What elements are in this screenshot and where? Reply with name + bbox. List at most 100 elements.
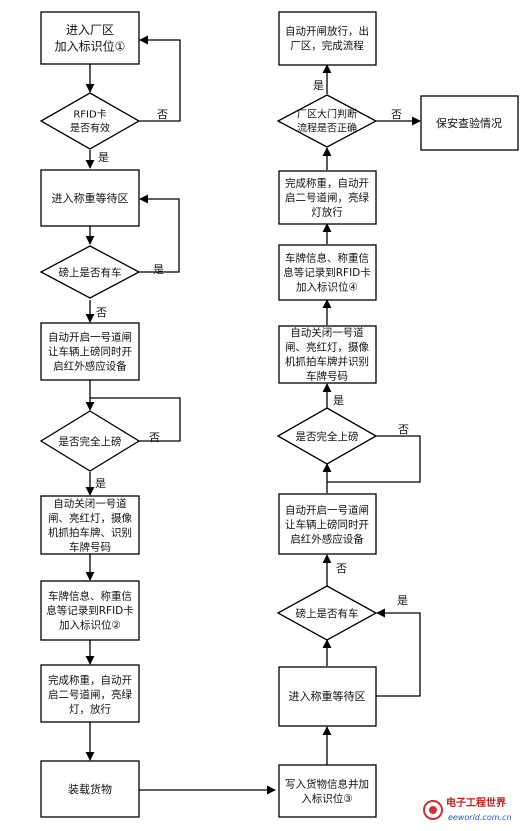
node-text-line: 启红外感应设备	[53, 359, 127, 372]
node-text-line: 进入称重等待区	[289, 689, 366, 703]
node-security-check	[420, 95, 519, 151]
node-open-gate-2	[40, 664, 140, 723]
node-text-line: 完成称重，自动开	[285, 176, 369, 189]
node-text-line: 写入货物信息并加	[285, 778, 369, 791]
text-n3: 自动开启一号道闸让车辆上磅同时开启红外感应设备	[48, 330, 132, 372]
node-text-line: 闸、亮红灯，摄像	[48, 512, 132, 525]
text-e1: 是否完全上磅	[296, 430, 359, 443]
label-no: 否	[391, 108, 402, 121]
node-text-line: 自动开启一号道闸	[48, 330, 132, 343]
node-open-gate-1	[40, 322, 140, 381]
node-text-line: 启二号道闸，亮绿	[285, 191, 369, 204]
text-m1: 自动开闸放行，出厂区，完成流程	[285, 25, 369, 53]
node-text-line: 灯放行	[311, 205, 343, 218]
label-no: 否	[398, 423, 409, 436]
node-text-line: 息等记录到RFID卡	[283, 266, 371, 279]
node-text-line: 启红外感应设备	[290, 532, 364, 545]
node-text-line: 入标识位③	[301, 792, 352, 805]
node-text-line: 是否有效	[70, 122, 110, 135]
text-d2: 磅上是否有车	[59, 266, 122, 279]
text-n5: 车牌信息、称重信息等记录到RFID卡加入标识位②	[46, 589, 134, 631]
node-text-line: 完成称重，自动开	[48, 673, 132, 686]
node-text-line: 机抓拍车牌并识别	[285, 355, 369, 368]
node-text-line: 加入标识位②	[59, 618, 121, 631]
text-n7: 装载货物	[68, 782, 112, 796]
shapes	[39, 11, 519, 818]
node-text-line: 自动关闭一号道	[290, 326, 364, 339]
node-text-line: 加入标识位④	[296, 280, 358, 293]
node-close-gate-1	[40, 495, 140, 555]
connectors	[85, 35, 421, 795]
label-yes: 是	[397, 594, 408, 607]
node-weighing-queue	[40, 169, 140, 227]
text-m7: 写入货物信息并加入标识位③	[285, 778, 369, 806]
label-yes: 是	[333, 394, 344, 407]
node-text-line: 车牌号码	[69, 541, 111, 554]
node-close-gate-1b	[278, 325, 377, 384]
text-m5: 自动开启一号道闸让车辆上磅同时开启红外感应设备	[285, 503, 369, 545]
node-open-gate-1b	[278, 493, 377, 555]
text-n6: 完成称重，自动开启二号道闸，亮绿灯，放行	[48, 673, 132, 715]
node-text-line: 让车辆上磅同时开	[48, 345, 132, 358]
text-d1: RFID卡是否有效	[70, 108, 110, 135]
node-load-goods	[40, 760, 140, 818]
node-weighing-queue-2	[278, 666, 377, 727]
eeworld-logo: 电子工程世界 eeworld.com.cn	[423, 796, 512, 822]
label-yes: 是	[313, 79, 324, 92]
logo-url: eeworld.com.cn	[448, 813, 512, 822]
node-record-rfid-2	[40, 580, 140, 641]
text-n2: 进入称重等待区	[52, 191, 129, 205]
node-text-line: 进入称重等待区	[52, 191, 129, 205]
text-e0: 厂区大门判断流程是否正确	[297, 108, 357, 135]
text-side: 保安查验情况	[436, 116, 502, 130]
decision-scale-occupied	[39, 245, 141, 299]
label-no: 否	[149, 431, 160, 444]
label-no: 否	[336, 562, 347, 575]
text-m2: 完成称重，自动开启二号道闸，亮绿灯放行	[285, 176, 369, 218]
node-text-line: 车牌信息、称重信	[48, 589, 132, 602]
node-record-rfid-4	[278, 244, 377, 301]
node-enter-factory	[40, 11, 140, 65]
decision-fully-on-scale-2	[276, 407, 378, 465]
node-text-line: 闸、亮红灯，摄像	[285, 341, 369, 354]
text-n1: 进入厂区加入标识位①	[55, 23, 126, 54]
node-text-line: 自动关闭一号道	[53, 497, 127, 510]
text-m3: 车牌信息、称重信息等记录到RFID卡加入标识位④	[283, 251, 371, 293]
node-texts: 进入厂区加入标识位① RFID卡是否有效 进入称重等待区 磅上是否有车 自动开启…	[46, 23, 502, 805]
node-text-line: 加入标识位①	[55, 39, 126, 54]
text-d3: 是否完全上磅	[59, 435, 122, 448]
decision-exit-check	[276, 94, 378, 148]
node-text-line: 让车辆上磅同时开	[285, 518, 369, 531]
node-exit-complete	[278, 11, 377, 66]
text-e2: 磅上是否有车	[296, 607, 359, 620]
logo-mark-icon	[423, 800, 443, 820]
node-text-line: 自动开启一号道闸	[285, 503, 369, 516]
label-yes: 是	[98, 151, 109, 164]
node-text-line: 息等记录到RFID卡	[46, 604, 134, 617]
branch-labels: 是 否 是 否 否 是 是 否 否 是 是 否	[95, 79, 409, 607]
node-text-line: 流程是否正确	[297, 122, 357, 135]
node-text-line: 磅上是否有车	[59, 266, 122, 279]
node-text-line: 进入厂区	[66, 23, 114, 37]
node-text-line: 保安查验情况	[436, 116, 502, 130]
text-m4: 自动关闭一号道闸、亮红灯，摄像机抓拍车牌并识别车牌号码	[285, 326, 369, 383]
node-text-line: 灯，放行	[69, 702, 111, 715]
node-text-line: 自动开闸放行，出	[285, 25, 369, 38]
node-text-line: 是否完全上磅	[59, 435, 122, 448]
node-text-line: 车牌信息、称重信	[285, 251, 369, 264]
node-text-line: 车牌号码	[306, 370, 348, 383]
node-text-line: RFID卡	[73, 108, 106, 121]
node-text-line: 机抓拍车牌、识别	[48, 526, 132, 539]
label-yes: 是	[95, 477, 106, 490]
logo-title: 电子工程世界	[446, 796, 506, 809]
node-open-gate-2b	[278, 170, 377, 225]
decision-fully-on-scale	[39, 410, 141, 472]
node-text-line: 启二号道闸，亮绿	[48, 688, 132, 701]
node-text-line: 厂区，完成流程	[290, 39, 364, 52]
decision-scale-occupied-2	[276, 585, 378, 641]
text-n4: 自动关闭一号道闸、亮红灯，摄像机抓拍车牌、识别车牌号码	[48, 497, 132, 554]
node-text-line: 是否完全上磅	[296, 430, 359, 443]
node-text-line: 装载货物	[68, 782, 112, 796]
text-m6: 进入称重等待区	[289, 689, 366, 703]
